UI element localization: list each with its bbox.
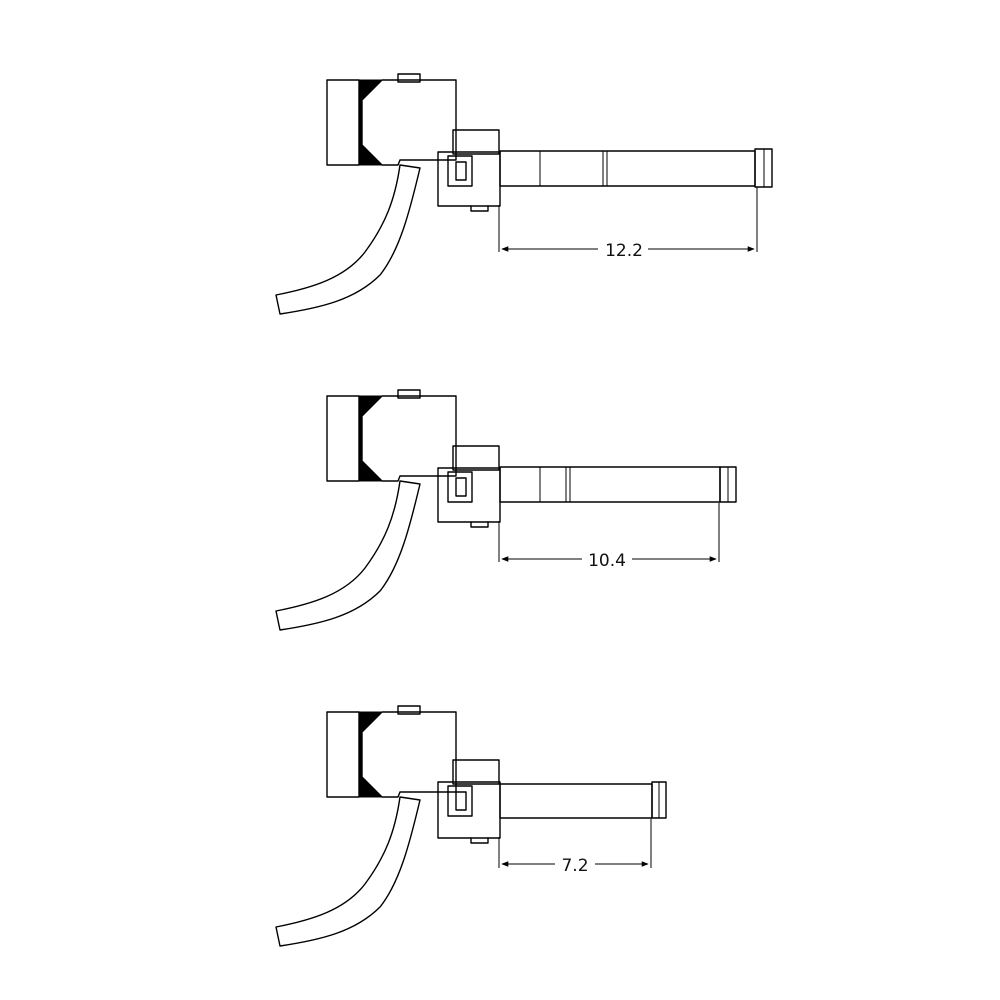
coupler-shank xyxy=(499,466,737,503)
coupler-shank xyxy=(499,148,773,188)
coupler-short: 7.2 xyxy=(275,705,667,947)
trip-lever xyxy=(275,164,421,315)
coupler-long: 12.2 xyxy=(275,73,773,315)
coupler-shank xyxy=(499,781,667,819)
dimension-line: 10.4 xyxy=(498,503,720,571)
coupler-head xyxy=(326,389,457,482)
coupler-medium: 10.4 xyxy=(275,389,737,631)
dimension-label: 12.2 xyxy=(605,241,643,261)
trip-lever xyxy=(275,796,421,947)
coupler-head xyxy=(326,73,457,166)
trip-lever xyxy=(275,480,421,631)
dimension-line: 7.2 xyxy=(498,819,652,876)
draft-gear-box xyxy=(437,129,501,212)
draft-gear-box xyxy=(437,445,501,528)
dimension-label: 7.2 xyxy=(561,856,588,876)
coupler-head xyxy=(326,705,457,798)
draft-gear-box xyxy=(437,759,501,844)
dimension-label: 10.4 xyxy=(588,551,626,571)
dimension-line: 12.2 xyxy=(498,187,758,261)
